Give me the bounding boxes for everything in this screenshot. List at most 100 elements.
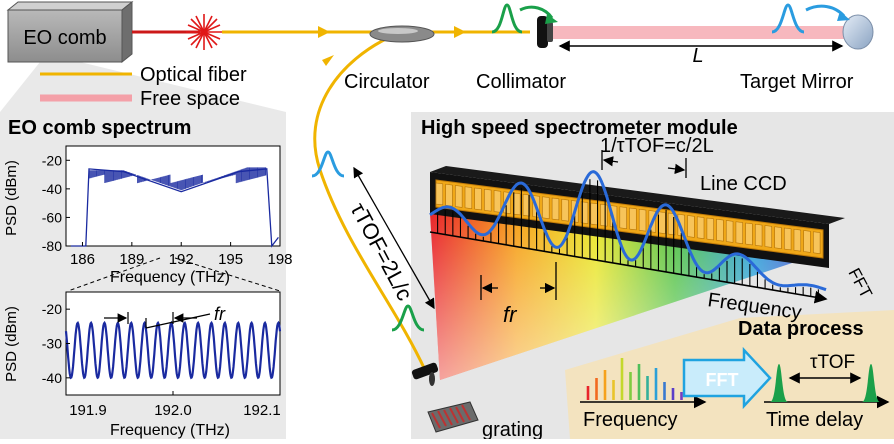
ccd-pixel <box>658 211 666 234</box>
target-mirror-icon <box>842 14 874 50</box>
bottom-ytick-label: -40 <box>42 370 62 386</box>
ccd-pixel <box>445 183 453 207</box>
bottom-xtick-label: 191.9 <box>69 402 107 419</box>
spectrum-panel-title: EO comb spectrum <box>8 117 191 139</box>
fiber-direction-arrow-2 <box>454 26 466 38</box>
ccd-pixel <box>590 202 598 226</box>
ccd-pixel <box>745 222 753 246</box>
laser-burst-icon <box>186 14 222 50</box>
ccd-pixel <box>783 227 792 251</box>
line-ccd-pixels <box>435 182 821 254</box>
bottom-xtick-label: 192.0 <box>154 402 192 419</box>
fr-main: fr <box>214 304 226 324</box>
green-return-arrow <box>519 5 554 19</box>
top-plot-spectrum-line <box>70 168 279 248</box>
blue-return-arrowhead <box>837 11 850 21</box>
data-process-frequency-label: Frequency <box>583 409 678 431</box>
ccd-pixel <box>706 217 714 241</box>
ccd-pixel <box>474 187 482 211</box>
blue-pulse-fiber <box>311 150 345 178</box>
top-xtick-label: 186 <box>70 251 95 268</box>
ccd-pixel <box>687 215 695 238</box>
ccd-pixel <box>735 221 743 244</box>
time-delay-peak-2 <box>862 364 880 402</box>
zoom-line-right <box>174 257 281 292</box>
top-ytick-label: -40 <box>42 181 62 197</box>
data-process-title: Data process <box>738 318 864 340</box>
top-ytick-label: -60 <box>42 209 62 225</box>
tof-delay-text: τTOF <box>810 352 855 373</box>
ccd-pixel <box>629 207 637 231</box>
ccd-pixel <box>764 225 773 248</box>
spectrometer-comb-lines <box>437 179 819 298</box>
spectrometer-fr-label: fr <box>503 302 518 327</box>
ccd-pixel <box>725 220 734 243</box>
grating-lens-icon <box>429 372 435 386</box>
line-ccd-top <box>430 166 845 224</box>
top-xtick-label: 192 <box>169 251 194 268</box>
ccd-pixel <box>716 218 724 242</box>
zoom-line-left <box>67 257 161 292</box>
period-label: 1/τTOF=c/2L <box>600 135 714 157</box>
target-mirror-label: Target Mirror <box>740 71 854 93</box>
legend-free-space-label: Free space <box>140 88 240 110</box>
ccd-pixel <box>813 231 821 254</box>
free-space-beam <box>553 26 848 39</box>
eo-comb-box <box>7 9 123 63</box>
ccd-pixel <box>435 182 444 206</box>
green-return-arrowhead <box>545 14 558 24</box>
blue-pulse-mirror <box>771 3 805 34</box>
ccd-pixel <box>696 216 705 239</box>
fiber-direction-arrow-3 <box>322 55 334 66</box>
top-xtick-label: 189 <box>119 251 144 268</box>
time-delay-peak-1 <box>770 364 788 402</box>
bottom-ytick-label: -20 <box>42 301 62 317</box>
collimator-icon <box>537 16 548 48</box>
green-pulse-fiber <box>391 304 425 332</box>
eo-comb-box-top <box>6 1 134 11</box>
circulator-label: Circulator <box>344 71 430 93</box>
grating-icon <box>427 401 479 433</box>
ccd-pixel <box>803 230 811 253</box>
spectrometer-title: High speed spectrometer module <box>421 117 738 139</box>
fiber-direction-arrow-1 <box>318 26 330 38</box>
top-ytick-label: -20 <box>42 152 62 168</box>
fft-arrow-icon <box>682 346 772 410</box>
collimator-ring <box>547 22 553 42</box>
period-marker <box>601 150 687 178</box>
eo-comb-box-side <box>121 0 133 64</box>
ccd-pixel <box>600 203 608 227</box>
tof-delay-label: τTOF <box>810 352 855 373</box>
bottom-xtick-label: 192.1 <box>243 402 281 419</box>
green-pulse-collimator <box>491 3 523 34</box>
bottom-plot-ylabel: PSD (dBm) <box>3 306 20 382</box>
ccd-pixel <box>638 208 647 232</box>
ccd-pixel <box>754 223 763 247</box>
bottom-plot-xticks: 191.9 192.0 192.1 <box>65 391 281 419</box>
spectral-interference-wave <box>429 170 827 292</box>
distance-label: L <box>692 45 703 67</box>
ccd-pixel <box>561 198 569 222</box>
top-plot-xlabel: Frequency (THz) <box>110 269 230 286</box>
top-plot-yticks: -20 -40 -60 -80 <box>42 152 70 254</box>
ccd-pixel <box>542 196 550 219</box>
grating-label: grating <box>482 419 543 439</box>
dispersed-light-fade <box>430 214 825 380</box>
tof-arrow <box>353 166 435 310</box>
bottom-plot-yticks: -20-30-40 <box>42 301 70 386</box>
ccd-pixel <box>774 226 782 249</box>
top-xtick-label: 195 <box>218 251 243 268</box>
data-process-spectrum-bars <box>586 358 683 400</box>
top-plot-frame <box>65 145 281 247</box>
collimator-label: Collimator <box>476 71 566 93</box>
ccd-pixel <box>455 185 463 208</box>
spectrometer-fr-marker <box>480 262 557 300</box>
circulator-highlight <box>378 28 418 34</box>
top-ytick-label: -80 <box>42 238 62 254</box>
ccd-pixel <box>484 188 492 212</box>
blue-return-arrow <box>805 4 846 18</box>
grating-collimator-icon <box>411 362 439 380</box>
fr-spacing-marker <box>104 312 211 329</box>
